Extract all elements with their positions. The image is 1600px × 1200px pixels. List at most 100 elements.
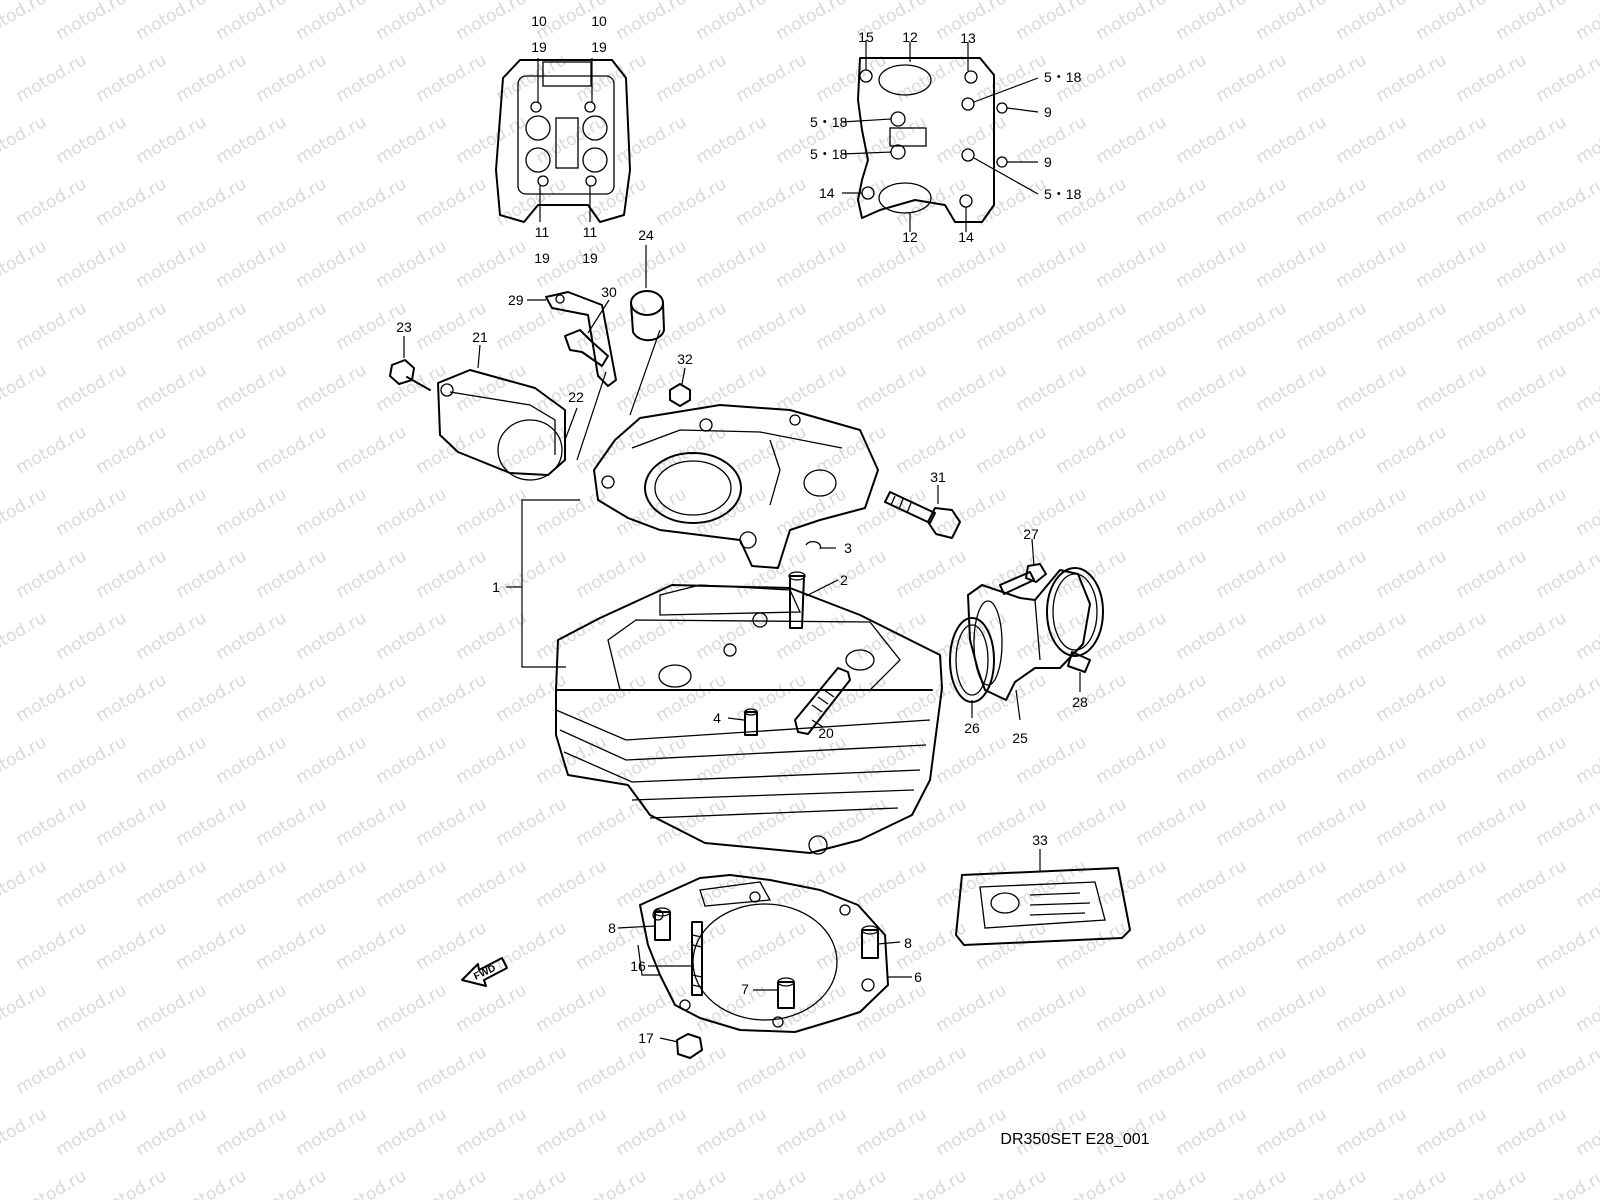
watermark-text: motod.ru — [1413, 0, 1491, 44]
watermark-text: motod.ru — [1093, 360, 1171, 416]
watermark-text: motod.ru — [1573, 980, 1600, 1036]
watermark-text: motod.ru — [613, 360, 691, 416]
watermark-text: motod.ru — [1253, 484, 1331, 540]
watermark-text: motod.ru — [253, 794, 331, 850]
cylinder-gasket-group — [617, 874, 912, 1059]
watermark-text: motod.ru — [973, 1042, 1051, 1098]
watermark-text: motod.ru — [373, 484, 451, 540]
watermark-text: motod.ru — [293, 608, 371, 664]
watermark-text: motod.ru — [733, 422, 811, 478]
watermark-text: motod.ru — [773, 0, 851, 44]
watermark-text: motod.ru — [373, 1104, 451, 1160]
watermark-text: motod.ru — [693, 236, 771, 292]
callout-7: 7 — [741, 981, 749, 997]
watermark-text: motod.ru — [1213, 50, 1291, 106]
watermark-text: motod.ru — [773, 484, 851, 540]
watermark-text: motod.ru — [853, 732, 931, 788]
watermark-text: motod.ru — [173, 794, 251, 850]
watermark-text: motod.ru — [1413, 1104, 1491, 1160]
callout-11-right: 11 — [583, 224, 598, 240]
callout-29: 29 — [508, 292, 524, 308]
watermark-text: motod.ru — [413, 794, 491, 850]
watermark-text: motod.ru — [53, 608, 131, 664]
watermark-text: motod.ru — [693, 112, 771, 168]
watermark-text: motod.ru — [413, 298, 491, 354]
watermark-text: motod.ru — [1013, 360, 1091, 416]
watermark-text: motod.ru — [1573, 856, 1600, 912]
callout-20: 20 — [818, 725, 834, 741]
callout-13: 13 — [960, 30, 976, 46]
watermark-text: motod.ru — [413, 1166, 491, 1200]
callout-19-bottom-right: 19 — [582, 250, 598, 266]
watermark-text: motod.ru — [373, 980, 451, 1036]
watermark-text: motod.ru — [133, 1104, 211, 1160]
watermark-text: motod.ru — [1133, 1166, 1211, 1200]
watermark-text: motod.ru — [0, 732, 50, 788]
watermark-text: motod.ru — [693, 1104, 771, 1160]
watermark-text: motod.ru — [1293, 794, 1371, 850]
watermark-text: motod.ru — [333, 918, 411, 974]
watermark-text: motod.ru — [773, 856, 851, 912]
watermark-text: motod.ru — [453, 856, 531, 912]
watermark-text: motod.ru — [893, 298, 971, 354]
watermark-text: motod.ru — [333, 794, 411, 850]
watermark-text: motod.ru — [1533, 1166, 1600, 1200]
watermark-text: motod.ru — [53, 856, 131, 912]
watermark-text: motod.ru — [853, 236, 931, 292]
watermark-text: motod.ru — [53, 112, 131, 168]
watermark-text: motod.ru — [773, 236, 851, 292]
watermark-text: motod.ru — [1493, 608, 1571, 664]
callout-14-left: 14 — [819, 185, 835, 201]
watermark-text: motod.ru — [813, 670, 891, 726]
watermark-text: motod.ru — [133, 112, 211, 168]
watermark-text: motod.ru — [453, 360, 531, 416]
watermark-text: motod.ru — [1053, 174, 1131, 230]
watermark-text: motod.ru — [1493, 360, 1571, 416]
watermark-text: motod.ru — [973, 670, 1051, 726]
watermark-text: motod.ru — [1533, 422, 1600, 478]
watermark-text: motod.ru — [653, 1166, 731, 1200]
watermark-text: motod.ru — [293, 112, 371, 168]
watermark-text: motod.ru — [1573, 0, 1600, 44]
watermark-text: motod.ru — [1213, 422, 1291, 478]
watermark-text: motod.ru — [333, 174, 411, 230]
callout-28: 28 — [1072, 694, 1088, 710]
watermark-text: motod.ru — [1053, 918, 1131, 974]
watermark-text: motod.ru — [133, 236, 211, 292]
watermark-text: motod.ru — [493, 298, 571, 354]
watermark-text: motod.ru — [1093, 112, 1171, 168]
watermark-text: motod.ru — [1213, 298, 1291, 354]
watermark-text: motod.ru — [1373, 546, 1451, 602]
watermark-text: motod.ru — [133, 0, 211, 44]
watermark-text: motod.ru — [1133, 546, 1211, 602]
watermark-text: motod.ru — [1293, 174, 1371, 230]
watermark-text: motod.ru — [933, 484, 1011, 540]
watermark-text: motod.ru — [493, 918, 571, 974]
watermark-text: motod.ru — [173, 298, 251, 354]
watermark-text: motod.ru — [1093, 856, 1171, 912]
watermark-text: motod.ru — [1173, 236, 1251, 292]
watermark-text: motod.ru — [893, 1042, 971, 1098]
watermark-text: motod.ru — [1173, 1104, 1251, 1160]
watermark-text: motod.ru — [1133, 422, 1211, 478]
watermark-text: motod.ru — [1573, 484, 1600, 540]
watermark-text: motod.ru — [613, 236, 691, 292]
assembly-bracket — [506, 499, 580, 668]
watermark-text: motod.ru — [1093, 0, 1171, 44]
watermark-text: motod.ru — [93, 174, 171, 230]
watermark-text: motod.ru — [1133, 918, 1211, 974]
watermark-text: motod.ru — [933, 360, 1011, 416]
watermark-text: motod.ru — [133, 980, 211, 1036]
watermark-text: motod.ru — [1573, 1104, 1600, 1160]
watermark-text: motod.ru — [1093, 236, 1171, 292]
watermark-text: motod.ru — [1573, 732, 1600, 788]
callout-16: 16 — [630, 958, 646, 974]
watermark-text: motod.ru — [213, 484, 291, 540]
watermark-text: motod.ru — [133, 608, 211, 664]
watermark-text: motod.ru — [1213, 1166, 1291, 1200]
watermark-text: motod.ru — [213, 1104, 291, 1160]
watermark-text: motod.ru — [973, 422, 1051, 478]
watermark-text: motod.ru — [133, 856, 211, 912]
